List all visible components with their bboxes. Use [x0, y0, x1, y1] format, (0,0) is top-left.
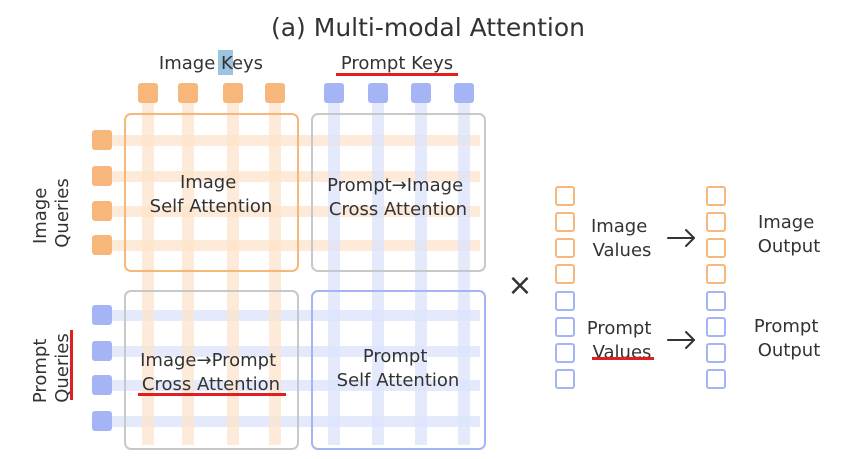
image-output-token [706, 212, 726, 232]
image-to-prompt-label: Image→Prompt Cross Attention [140, 350, 282, 395]
prompt-output-token [706, 291, 726, 311]
image-value-token [555, 186, 575, 206]
attention-grid [108, 100, 486, 450]
image-query-token [92, 201, 112, 221]
prompt-query-token [92, 411, 112, 431]
image-query-row-bar [108, 171, 480, 182]
image-query-row-bar [108, 135, 480, 146]
prompt-self-attention-label: Prompt Self Attention [337, 346, 460, 391]
prompt-key-column-bar [328, 100, 340, 445]
image-query-row-bar [108, 206, 480, 217]
prompt-key-tokens [324, 83, 474, 103]
prompt-self-attention-block [311, 290, 486, 450]
prompt-output-token [706, 369, 726, 389]
image-keys-label: Image Keys [159, 53, 263, 74]
image-key-column-bar [142, 100, 154, 445]
prompt-value-token [555, 291, 575, 311]
prompt-query-tokens [92, 305, 112, 431]
prompt-key-column-bar [458, 100, 470, 445]
prompt-value-token [555, 343, 575, 363]
image-output-token [706, 186, 726, 206]
prompt-query-token [92, 375, 112, 395]
image-key-token [178, 83, 198, 103]
image-arrow-icon [667, 229, 695, 247]
image-key-tokens [138, 83, 285, 103]
image-query-token [92, 166, 112, 186]
image-value-token [555, 238, 575, 258]
cross-attention-underline [138, 393, 286, 396]
prompt-key-token [324, 83, 344, 103]
image-key-column-bar [269, 100, 281, 445]
prompt-output-token [706, 317, 726, 337]
image-key-column-bar [227, 100, 239, 445]
image-query-tokens [92, 130, 112, 255]
multiply-symbol: × [507, 268, 532, 303]
value-tokens [555, 186, 575, 389]
image-value-token [555, 264, 575, 284]
image-to-prompt-block [124, 290, 299, 450]
prompt-value-token [555, 369, 575, 389]
prompt-queries-label: Prompt Queries [30, 333, 73, 403]
image-key-token [265, 83, 285, 103]
k-letter-highlight [218, 50, 233, 75]
prompt-values-label: Prompt Values [587, 318, 657, 363]
prompt-query-token [92, 305, 112, 325]
prompt-key-token [411, 83, 431, 103]
prompt-arrow-icon [667, 331, 695, 349]
image-query-row-bar [108, 240, 480, 251]
prompt-value-token [555, 317, 575, 337]
output-tokens [706, 186, 726, 389]
image-key-column-bar [182, 100, 194, 445]
image-key-token [138, 83, 158, 103]
prompt-to-image-label: Prompt→Image Cross Attention [327, 175, 469, 220]
diagram-title: (a) Multi-modal Attention [271, 13, 585, 42]
prompt-queries-underline [70, 330, 73, 400]
prompt-output-label: Prompt Output [754, 316, 824, 361]
prompt-query-row-bar [108, 380, 480, 391]
prompt-values-underline [592, 357, 654, 360]
image-key-token [223, 83, 243, 103]
prompt-query-token [92, 341, 112, 361]
prompt-output-token [706, 343, 726, 363]
prompt-query-row-bar [108, 416, 480, 427]
prompt-query-row-bar [108, 346, 480, 357]
image-output-token [706, 238, 726, 258]
prompt-key-column-bar [372, 100, 384, 445]
prompt-key-token [454, 83, 474, 103]
prompt-to-image-block [311, 113, 486, 272]
image-value-token [555, 212, 575, 232]
prompt-keys-label: Prompt Keys [341, 53, 453, 74]
image-queries-label: Image Queries [30, 178, 73, 248]
image-output-label: Image Output [758, 212, 821, 257]
image-output-token [706, 264, 726, 284]
image-self-attention-label: Image Self Attention [150, 172, 273, 217]
prompt-query-row-bar [108, 310, 480, 321]
image-values-label: Image Values [591, 216, 653, 261]
image-query-token [92, 235, 112, 255]
prompt-key-token [368, 83, 388, 103]
prompt-key-column-bar [415, 100, 427, 445]
image-self-attention-block [124, 113, 299, 272]
prompt-keys-underline [336, 73, 458, 76]
image-query-token [92, 130, 112, 150]
